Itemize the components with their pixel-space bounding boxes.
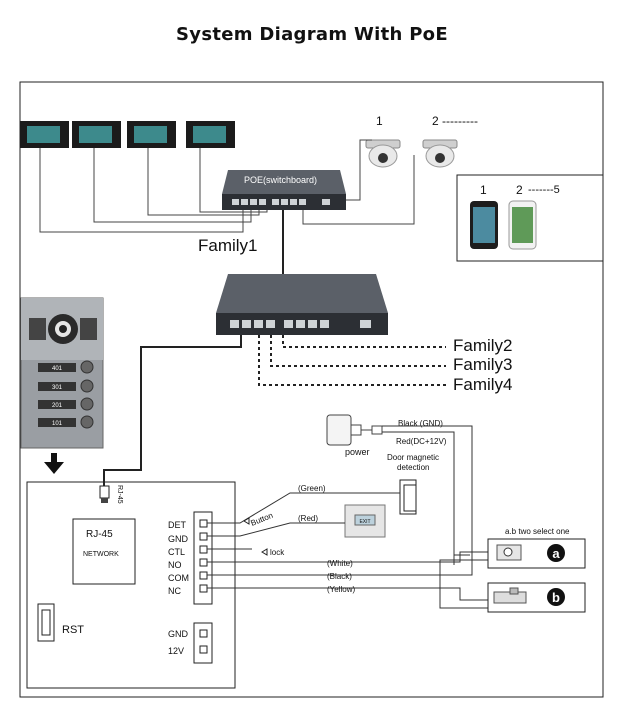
panel-button-label: 101 [52, 421, 63, 427]
electric-strike-icon [493, 587, 527, 604]
rj45-port [72, 518, 136, 585]
family1-label: Family1 [198, 236, 258, 255]
family2-label: Family2 [453, 336, 513, 355]
pin-label: GND [168, 534, 189, 544]
family-cables [258, 335, 446, 386]
smartphone-icon [508, 200, 537, 250]
network-label: NETWORK [83, 551, 119, 558]
option-a-badge [547, 544, 565, 562]
ab-select-label: a.b two select one [505, 527, 570, 536]
power-pin-label: 12V [168, 646, 184, 656]
green-wire-label: (Green) [298, 484, 326, 493]
black-gnd-label: Black (GND) [398, 419, 443, 428]
switchboard-label: POE(switchboard) [244, 175, 317, 185]
phone-1-number: 1 [480, 183, 487, 197]
power-label: power [345, 447, 370, 457]
lock-arrow-icon [261, 548, 268, 556]
black-wire-label: (Black) [327, 572, 352, 581]
reset-button [37, 603, 55, 642]
monitor-cables [39, 148, 268, 233]
rj45-plug-icon [99, 485, 110, 503]
panel-button-row: 301 [38, 379, 94, 393]
panel-button-row: 201 [38, 397, 94, 411]
lock-label: lock [270, 548, 285, 557]
panel-button-label: 301 [52, 385, 63, 391]
white-wire-label: (White) [327, 559, 353, 568]
dome-camera-icon [365, 139, 401, 168]
power-connector [193, 622, 213, 664]
panel-button-label: 401 [52, 366, 63, 372]
electric-lock-icon [496, 544, 522, 561]
pin-label: CTL [168, 547, 185, 557]
family3-label: Family3 [453, 355, 513, 374]
power-adapter-icon [326, 414, 383, 446]
terminal-board [26, 481, 236, 689]
pin-label: NC [168, 586, 181, 596]
button-label: Button [249, 511, 274, 528]
family4-label: Family4 [453, 375, 513, 394]
rj45-title: RJ-45 [86, 529, 113, 540]
detection-label: detection [397, 463, 429, 472]
camera-cables [302, 139, 415, 225]
dome-camera-icon [422, 139, 458, 168]
option-b-letter: b [552, 590, 560, 605]
option-b-badge [547, 588, 565, 606]
exit-text: EXIT [359, 519, 370, 525]
rst-label: RST [62, 624, 84, 636]
red-wire-label: (Red) [298, 514, 318, 523]
terminal-connector [193, 511, 213, 605]
arrow-down-icon [44, 453, 64, 474]
diagram-frame [19, 81, 604, 698]
door-magnetic-sensor-icon [399, 479, 417, 515]
network-switch [216, 274, 388, 335]
indoor-monitor [186, 121, 235, 148]
button-arrow-icon [243, 517, 250, 525]
camera-2-number: 2 --------- [432, 114, 478, 128]
panel-button-row: 101 [38, 415, 94, 429]
panel-button-label: 201 [52, 403, 63, 409]
red-12v-label: Red(DC+12V) [396, 437, 447, 446]
smartphone-icon [470, 201, 498, 249]
poe-switchboard [222, 170, 346, 210]
phone-2-number: 2 [516, 183, 523, 197]
exit-button-icon: EXIT [344, 504, 386, 538]
lock-option-a-box [487, 538, 586, 569]
lock-option-b-box [487, 582, 586, 613]
yellow-wire-label: (Yellow) [327, 585, 355, 594]
indoor-monitor [72, 121, 121, 148]
panel-network-cable [103, 335, 242, 488]
indoor-monitor [20, 121, 69, 148]
option-a-letter: a [552, 546, 560, 561]
phone-more-label: -------5 [528, 184, 560, 196]
rj45-cable-label: RJ-45 [116, 485, 123, 504]
diagram-title: System Diagram With PoE [176, 24, 448, 45]
panel-button-row: 401 [38, 360, 94, 374]
power-pin-label: GND [168, 629, 189, 639]
indoor-monitor [127, 121, 176, 148]
camera-1-number: 1 [376, 114, 383, 128]
wires [207, 425, 488, 609]
door-magnetic-label: Door magnetic [387, 453, 439, 462]
pin-label: NO [168, 560, 182, 570]
pin-label: COM [168, 573, 189, 583]
pin-label: DET [168, 520, 187, 530]
